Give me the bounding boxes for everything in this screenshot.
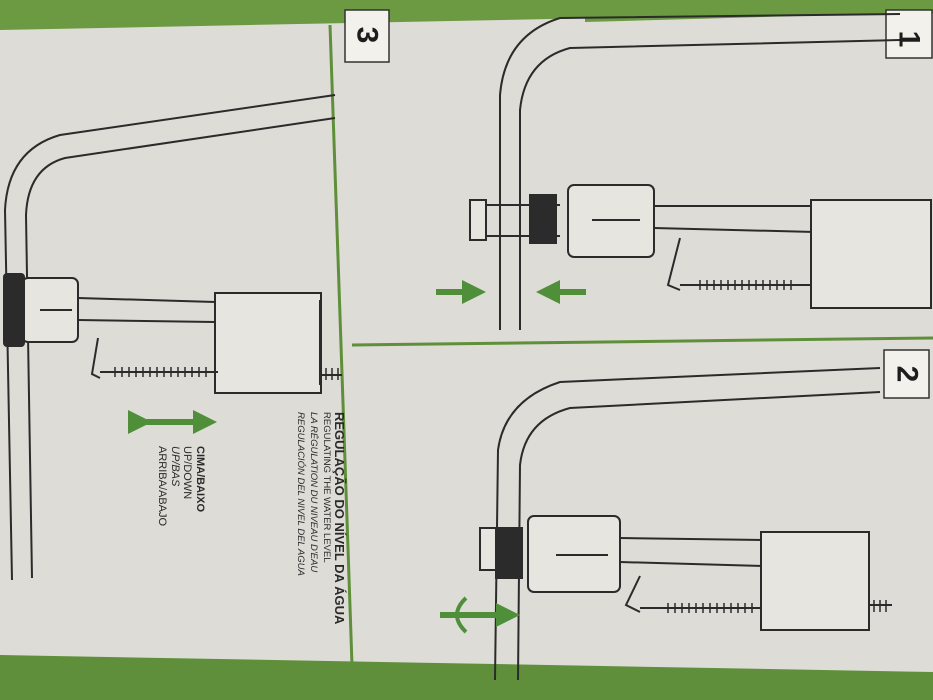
panel-1-spring <box>699 280 792 290</box>
step-number-1: 1 <box>892 30 926 48</box>
direction-en: UP/DOWN <box>181 446 194 500</box>
panel-3-diagram <box>3 94 342 581</box>
step-number-2: 2 <box>890 365 924 383</box>
panel-divider-vertical <box>328 24 354 666</box>
direction-fr: UP/BAS <box>169 446 181 487</box>
step-2-box <box>883 349 930 399</box>
water-level-heading: REGULAÇÃO DO NÍVEL DA ÁGUA REGULATING TH… <box>294 412 347 625</box>
panel-3-spring <box>114 367 339 380</box>
panel-divider-horizontal <box>351 336 933 347</box>
step-3-box <box>344 9 390 63</box>
panel-1-diagram <box>469 13 932 330</box>
direction-labels: CIMA/BAIXO UP/DOWN UP/BAS ARRIBA/ABAJO <box>156 446 207 527</box>
panel-2-spring <box>667 600 887 613</box>
direction-es: ARRIBA/ABAJO <box>156 446 169 527</box>
top-frame-band <box>0 0 600 30</box>
step-1-box <box>885 9 933 59</box>
heading-pt: REGULAÇÃO DO NÍVEL DA ÁGUA <box>332 412 347 625</box>
panel-2-diagram <box>479 367 892 681</box>
step-number-3: 3 <box>350 26 384 44</box>
direction-pt: CIMA/BAIXO <box>194 446 206 512</box>
rotate-arrow-icon <box>440 596 520 634</box>
heading-es: REGULACIÓN DEL NIVEL DEL AGUA <box>295 412 306 576</box>
bottom-frame-band <box>0 655 933 700</box>
heading-fr: LA RÉGULATION DU NIVEAU D'EAU <box>308 412 319 573</box>
